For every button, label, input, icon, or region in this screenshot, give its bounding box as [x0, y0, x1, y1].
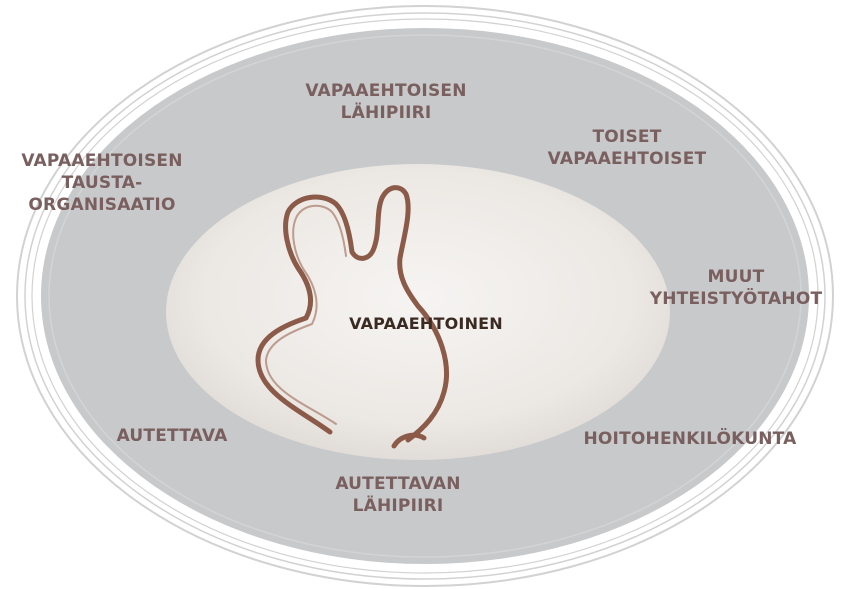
- label-line: TAUSTA-: [21, 172, 182, 194]
- label-line: LÄHIPIIRI: [305, 102, 466, 124]
- label-line: HOITOHENKILÖKUNTA: [583, 428, 796, 450]
- label-hoitohenkilokunta: HOITOHENKILÖKUNTA: [583, 428, 796, 450]
- label-tausta-organisaatio: VAPAAEHTOISEN TAUSTA- ORGANISAATIO: [21, 150, 182, 216]
- label-line: VAPAAEHTOISEN: [305, 80, 466, 102]
- center-label-vapaaehtoinen: VAPAAEHTOINEN: [349, 314, 503, 333]
- label-line: MUUT: [650, 266, 823, 288]
- label-line: AUTETTAVA: [117, 425, 228, 447]
- label-autettava: AUTETTAVA: [117, 425, 228, 447]
- label-line: LÄHIPIIRI: [335, 495, 460, 517]
- label-line: YHTEISTYÖTAHOT: [650, 288, 823, 310]
- label-muut-yhteistyotahot: MUUT YHTEISTYÖTAHOT: [650, 266, 823, 310]
- label-toiset-vapaaehtoiset: TOISET VAPAAEHTOISET: [548, 126, 707, 170]
- label-line: ORGANISAATIO: [21, 194, 182, 216]
- label-autettavan-lahipiiri: AUTETTAVAN LÄHIPIIRI: [335, 473, 460, 517]
- inner-ellipse: [166, 164, 670, 460]
- label-line: VAPAAEHTOISEN: [21, 150, 182, 172]
- label-vapaaehtoisen-lahipiiri: VAPAAEHTOISEN LÄHIPIIRI: [305, 80, 466, 124]
- label-line: AUTETTAVAN: [335, 473, 460, 495]
- label-line: VAPAAEHTOISET: [548, 148, 707, 170]
- label-line: TOISET: [548, 126, 707, 148]
